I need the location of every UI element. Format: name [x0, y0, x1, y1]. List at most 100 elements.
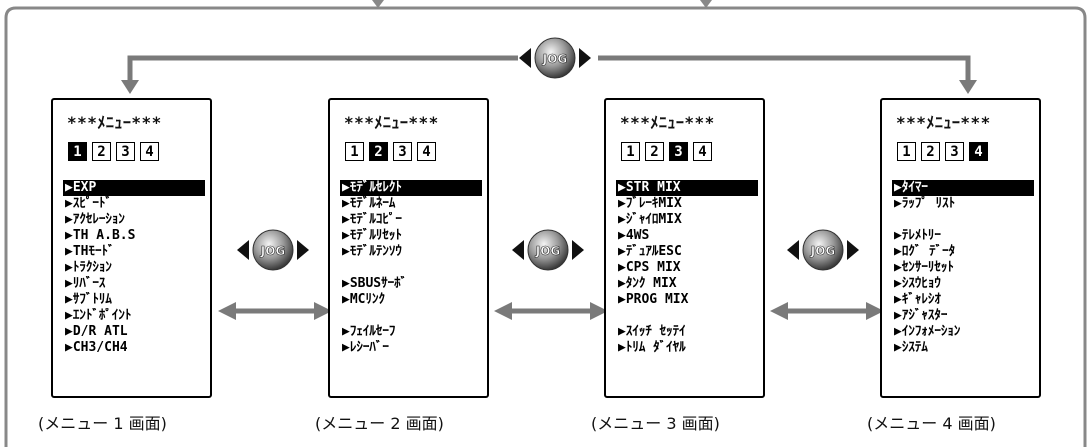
- menu-item: ▶THﾓｰﾄﾞ: [65, 244, 115, 259]
- menu-item: ▶ｾﾝｻｰﾘｾｯﾄ: [894, 260, 954, 275]
- menu-item: ▶ﾀﾝｸ MIX: [618, 276, 677, 291]
- page-indicator: 1 2 3 4: [621, 142, 712, 161]
- page-box: 1: [897, 142, 916, 161]
- jog-label: JOG: [542, 52, 568, 66]
- menu-item: ▶D/R ATL: [65, 324, 128, 339]
- menu-item: ▶TH A.B.S: [65, 228, 136, 243]
- menu-item-list: ▶ﾀｲﾏｰ ▶ﾗｯﾌﾟ ﾘｽﾄ ▶ﾃﾚﾒﾄﾘｰ ▶ﾛｸﾞ ﾃﾞｰﾀ ▶ｾﾝｻｰﾘ…: [892, 180, 1034, 356]
- page-box: 1: [68, 142, 87, 161]
- menu-item-list: ▶ﾓﾃﾞﾙｾﾚｸﾄ ▶ﾓﾃﾞﾙﾈｰﾑ ▶ﾓﾃﾞﾙｺﾋﾟｰ ▶ﾓﾃﾞﾙﾘｾｯﾄ ▶…: [340, 180, 482, 356]
- page-box: 1: [345, 142, 364, 161]
- menu-item: ▶ｼｽｳﾋｮｳ: [894, 276, 941, 291]
- screen-caption: (メニュー 2 画面): [315, 414, 444, 433]
- page-box: 1: [621, 142, 640, 161]
- screen-title: ***ﾒﾆｭｰ***: [896, 113, 991, 132]
- menu-item: [340, 308, 482, 324]
- menu-item-list: ▶EXP ▶ｽﾋﾟｰﾄﾞ ▶ｱｸｾﾚｰｼｮﾝ ▶TH A.B.S ▶THﾓｰﾄﾞ…: [63, 180, 205, 356]
- double-arrow-1-2: [218, 302, 332, 320]
- page-box: 2: [645, 142, 664, 161]
- frame-pointer-right: [700, 0, 712, 8]
- jog-label: JOG: [810, 244, 836, 258]
- jog-dial-icon: JOG: [512, 229, 584, 271]
- menu-item: ▶ﾌｪｲﾙｾｰﾌ: [342, 324, 396, 339]
- menu-item: ▶SBUSｻｰﾎﾞ: [342, 276, 408, 291]
- jog-label: JOG: [535, 244, 561, 258]
- menu-item: ▶ﾄﾗｸｼｮﾝ: [65, 260, 112, 275]
- menu-item: ▶ﾚｼｰﾊﾞｰ: [342, 340, 389, 355]
- menu-item: ▶ｽｲｯﾁ ｾｯﾃｲ: [618, 324, 686, 339]
- menu-item-list: ▶STR MIX ▶ﾌﾞﾚｰｷMIX ▶ｼﾞｬｲﾛMIX ▶4WS ▶ﾃﾞｭｱﾙ…: [616, 180, 758, 356]
- loop-arrowhead-left: [121, 80, 139, 94]
- menu-item: ▶ﾃﾚﾒﾄﾘｰ: [894, 228, 941, 243]
- page-box: 3: [945, 142, 964, 161]
- menu-item: ▶ｼﾞｬｲﾛMIX: [618, 212, 682, 227]
- menu-item: ▶ｲﾝﾌｫﾒｰｼｮﾝ: [894, 324, 961, 339]
- menu-item: ▶4WS: [618, 228, 650, 243]
- page-box: 2: [369, 142, 388, 161]
- loop-line-right: [598, 55, 971, 86]
- menu-item: ▶ﾛｸﾞ ﾃﾞｰﾀ: [894, 244, 956, 259]
- page-box: 3: [669, 142, 688, 161]
- menu-item: ▶ｷﾞｬﾚｼｵ: [894, 292, 941, 307]
- menu-item: ▶MCﾘﾝｸ: [342, 292, 385, 307]
- menu-item: ▶ﾓﾃﾞﾙｾﾚｸﾄ: [340, 180, 482, 196]
- menu-screen-2: ***ﾒﾆｭｰ*** 1 2 3 4 ▶ﾓﾃﾞﾙｾﾚｸﾄ ▶ﾓﾃﾞﾙﾈｰﾑ ▶ﾓ…: [328, 98, 489, 398]
- screen-caption: (メニュー 1 画面): [38, 414, 167, 433]
- menu-item: ▶ｴﾝﾄﾞﾎﾟｲﾝﾄ: [65, 308, 132, 323]
- menu-item: ▶ﾘﾊﾞｰｽ: [65, 276, 106, 291]
- frame-pointer-left: [372, 0, 384, 8]
- menu-item: ▶ｱｼﾞｬｽﾀｰ: [894, 308, 948, 323]
- menu-item: [892, 212, 1034, 228]
- menu-item: ▶ｱｸｾﾚｰｼｮﾝ: [65, 212, 125, 227]
- page-box: 4: [969, 142, 988, 161]
- jog-dial-icon: JOG: [237, 229, 309, 271]
- menu-item: ▶ﾓﾃﾞﾙﾃﾝｿｳ: [342, 244, 402, 259]
- page-indicator: 1 2 3 4: [345, 142, 436, 161]
- menu-screen-4: ***ﾒﾆｭｰ*** 1 2 3 4 ▶ﾀｲﾏｰ ▶ﾗｯﾌﾟ ﾘｽﾄ ▶ﾃﾚﾒﾄ…: [880, 98, 1041, 398]
- menu-item: ▶EXP: [63, 180, 205, 196]
- outer-frame: [4, 6, 1087, 447]
- menu-item: ▶ｻﾌﾞﾄﾘﾑ: [65, 292, 112, 307]
- screen-title: ***ﾒﾆｭｰ***: [67, 113, 162, 132]
- loop-arrowhead-right: [959, 80, 977, 94]
- page-box: 4: [693, 142, 712, 161]
- double-arrow-3-4: [770, 302, 884, 320]
- menu-item: ▶ｽﾋﾟｰﾄﾞ: [65, 196, 112, 211]
- menu-item: ▶ﾓﾃﾞﾙﾈｰﾑ: [342, 196, 396, 211]
- menu-item: ▶ﾀｲﾏｰ: [892, 180, 1034, 196]
- menu-item: ▶PROG MIX: [618, 292, 689, 307]
- menu-item: ▶ﾌﾞﾚｰｷMIX: [618, 196, 682, 211]
- screen-title: ***ﾒﾆｭｰ***: [620, 113, 715, 132]
- menu-item: ▶CPS MIX: [618, 260, 681, 275]
- page-box: 4: [417, 142, 436, 161]
- menu-item: [616, 308, 758, 324]
- menu-item: ▶ｼｽﾃﾑ: [894, 340, 928, 355]
- jog-dial-icon: JOG: [519, 37, 591, 79]
- menu-item: ▶STR MIX: [616, 180, 758, 196]
- menu-item: ▶CH3/CH4: [65, 340, 128, 355]
- page-box: 2: [92, 142, 111, 161]
- page-box: 3: [393, 142, 412, 161]
- double-arrow-2-3: [494, 302, 608, 320]
- jog-label: JOG: [260, 244, 286, 258]
- screen-caption: (メニュー 3 画面): [591, 414, 720, 433]
- menu-item: ▶ﾓﾃﾞﾙﾘｾｯﾄ: [342, 228, 402, 243]
- menu-item: ▶ﾄﾘﾑ ﾀﾞｲﾔﾙ: [618, 340, 686, 355]
- screen-caption: (メニュー 4 画面): [867, 414, 996, 433]
- loop-line-left: [127, 55, 518, 86]
- page-indicator: 1 2 3 4: [68, 142, 159, 161]
- jog-dial-icon: JOG: [787, 229, 859, 271]
- menu-item: ▶ﾓﾃﾞﾙｺﾋﾟｰ: [342, 212, 402, 227]
- menu-screen-3: ***ﾒﾆｭｰ*** 1 2 3 4 ▶STR MIX ▶ﾌﾞﾚｰｷMIX ▶ｼ…: [604, 98, 765, 398]
- page-box: 4: [140, 142, 159, 161]
- menu-item: [340, 260, 482, 276]
- menu-item: ▶ﾃﾞｭｱﾙESC: [618, 244, 682, 259]
- menu-screen-1: ***ﾒﾆｭｰ*** 1 2 3 4 ▶EXP ▶ｽﾋﾟｰﾄﾞ ▶ｱｸｾﾚｰｼｮ…: [51, 98, 212, 398]
- page-box: 3: [116, 142, 135, 161]
- menu-item: ▶ﾗｯﾌﾟ ﾘｽﾄ: [894, 196, 956, 211]
- screen-title: ***ﾒﾆｭｰ***: [344, 113, 439, 132]
- page-indicator: 1 2 3 4: [897, 142, 988, 161]
- page-box: 2: [921, 142, 940, 161]
